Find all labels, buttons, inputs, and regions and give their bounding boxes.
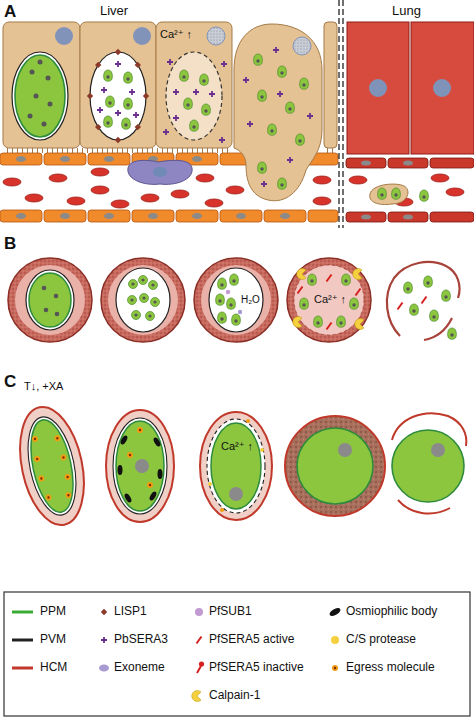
legend-label: Exoneme [114,660,165,674]
panel-letter: C [4,372,16,392]
legend-label: Osmiophilic body [346,604,437,618]
legend-label: HCM [40,660,67,674]
water-note: H₂O [241,294,260,306]
calcium-note: Ca²⁺ ↑ [221,440,253,453]
panel-letter: A [4,2,16,22]
legend-label: Egress molecule [346,660,435,674]
legend-label: PbSERA3 [114,632,168,646]
legend-label: PfSUB1 [209,604,252,618]
panel-letter: B [4,234,16,254]
legend-label: PfSERA5 inactive [209,660,304,674]
legend-label: PPM [40,604,66,618]
region-label: Lung [392,3,421,19]
region-label: Liver [100,3,128,19]
legend-label: PfSERA5 active [209,632,294,646]
legend-label: Calpain-1 [209,688,260,702]
trigger-note: T↓, +XA [24,380,63,393]
calcium-note: Ca²⁺ ↑ [314,293,346,306]
calcium-note: Ca²⁺ ↑ [160,28,192,41]
legend-label: LISP1 [114,604,147,618]
legend-label: C/S protease [346,632,416,646]
legend-label: PVM [40,632,66,646]
